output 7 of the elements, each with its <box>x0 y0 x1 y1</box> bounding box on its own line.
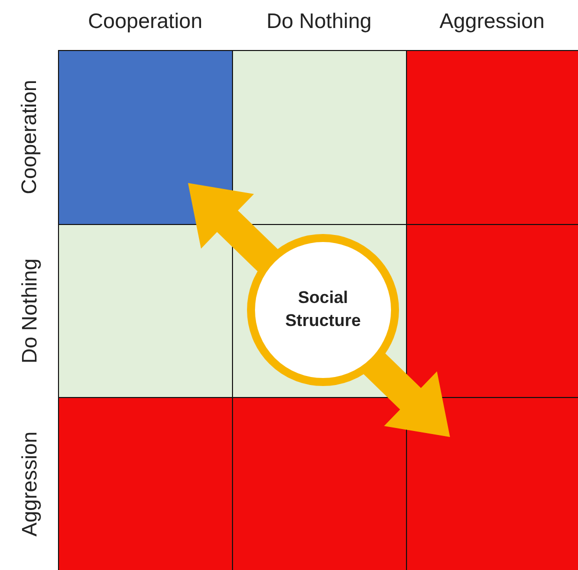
column-header: Cooperation <box>88 10 202 34</box>
column-header: Do Nothing <box>266 10 372 34</box>
column-header: Aggression <box>440 10 545 34</box>
row-header: Do Nothing <box>18 258 42 364</box>
row-header: Aggression <box>18 430 42 536</box>
row-header: Cooperation <box>18 80 42 194</box>
node-label: Social Structure <box>284 287 362 332</box>
